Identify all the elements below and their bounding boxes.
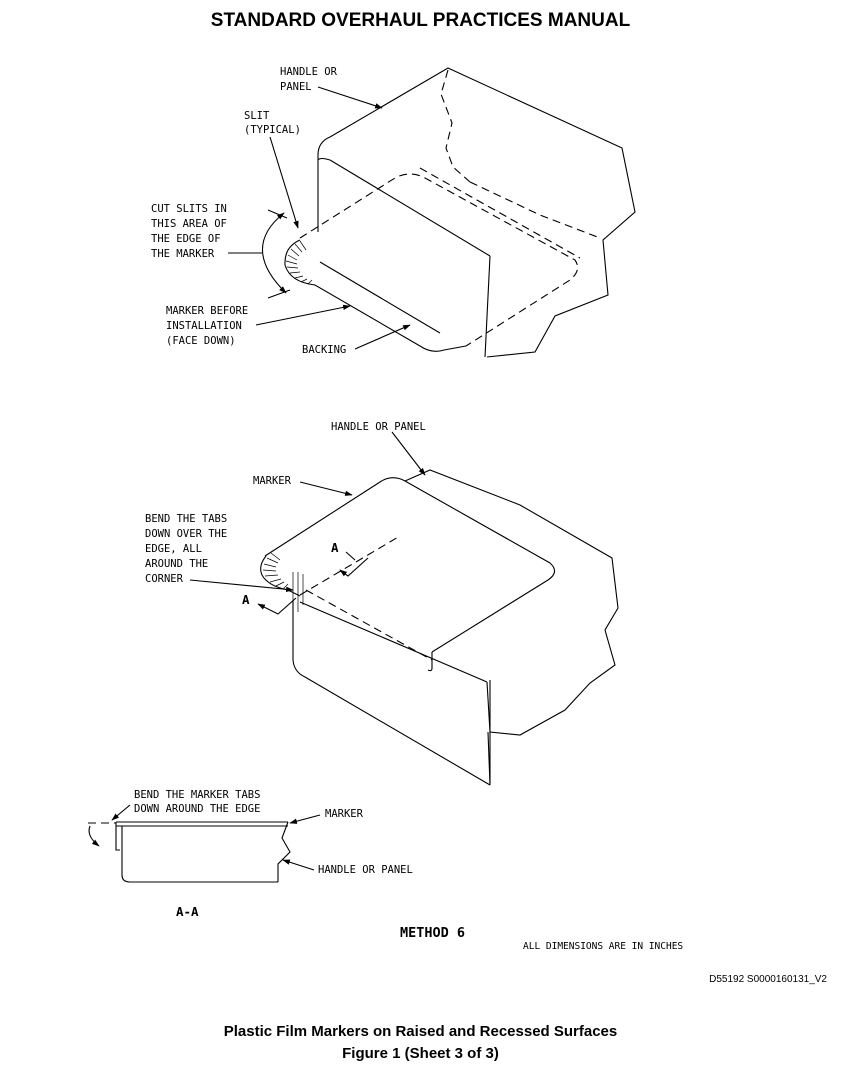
label-mid-handle-or-panel: HANDLE OR PANEL bbox=[331, 421, 426, 433]
label-cut-slits-line4: THE MARKER bbox=[151, 248, 215, 260]
document-id: D55192 S0000160131_V2 bbox=[709, 974, 827, 985]
label-bend-marker-tabs-line1: BEND THE MARKER TABS bbox=[134, 789, 260, 801]
middle-figure-labels: HANDLE OR PANEL MARKER BEND THE TABS DOW… bbox=[145, 421, 426, 607]
label-marker-before-line2: INSTALLATION bbox=[166, 320, 242, 332]
label-cut-slits-line2: THIS AREA OF bbox=[151, 218, 227, 230]
label-marker-before-line1: MARKER BEFORE bbox=[166, 305, 248, 317]
label-mid-marker: MARKER bbox=[253, 475, 292, 487]
middle-figure-outline bbox=[257, 469, 619, 786]
top-figure-outline bbox=[262, 67, 636, 358]
top-figure-labels: HANDLE OR PANEL SLIT (TYPICAL) CUT SLITS… bbox=[151, 66, 346, 356]
method-label: METHOD 6 bbox=[400, 925, 465, 941]
dimensions-note: ALL DIMENSIONS ARE IN INCHES bbox=[523, 941, 683, 952]
figure-caption-title: Plastic Film Markers on Raised and Reces… bbox=[223, 1023, 618, 1040]
label-section-a-lower: A bbox=[242, 592, 250, 607]
page-header-title: STANDARD OVERHAUL PRACTICES MANUAL bbox=[210, 10, 631, 31]
label-section-handle-or-panel: HANDLE OR PANEL bbox=[318, 864, 413, 876]
label-slit-line1: SLIT bbox=[244, 110, 270, 122]
label-bend-marker-tabs-line2: DOWN AROUND THE EDGE bbox=[134, 803, 260, 815]
label-marker-before-line3: (FACE DOWN) bbox=[166, 335, 236, 347]
label-section-a-upper: A bbox=[331, 540, 339, 555]
label-handle-or-panel-line2: PANEL bbox=[280, 81, 312, 93]
top-figure-leaders bbox=[228, 86, 411, 350]
label-section-aa-title: A-A bbox=[176, 904, 199, 919]
label-handle-or-panel-line1: HANDLE OR bbox=[280, 66, 338, 78]
label-bend-tabs-line4: AROUND THE bbox=[145, 558, 208, 570]
section-aa-labels: BEND THE MARKER TABS DOWN AROUND THE EDG… bbox=[134, 789, 413, 919]
label-bend-tabs-line1: BEND THE TABS bbox=[145, 513, 227, 525]
label-cut-slits-line3: THE EDGE OF bbox=[151, 233, 221, 245]
section-aa-outline bbox=[88, 821, 291, 883]
middle-figure-leaders bbox=[189, 431, 426, 593]
label-backing: BACKING bbox=[302, 344, 346, 356]
label-bend-tabs-line5: CORNER bbox=[145, 573, 184, 585]
label-cut-slits-line1: CUT SLITS IN bbox=[151, 203, 227, 215]
section-aa-leaders bbox=[111, 804, 321, 871]
label-section-marker: MARKER bbox=[325, 808, 364, 820]
label-slit-line2: (TYPICAL) bbox=[244, 124, 301, 136]
label-bend-tabs-line2: DOWN OVER THE bbox=[145, 528, 227, 540]
label-bend-tabs-line3: EDGE, ALL bbox=[145, 543, 202, 555]
figure-caption-number: Figure 1 (Sheet 3 of 3) bbox=[342, 1045, 499, 1062]
